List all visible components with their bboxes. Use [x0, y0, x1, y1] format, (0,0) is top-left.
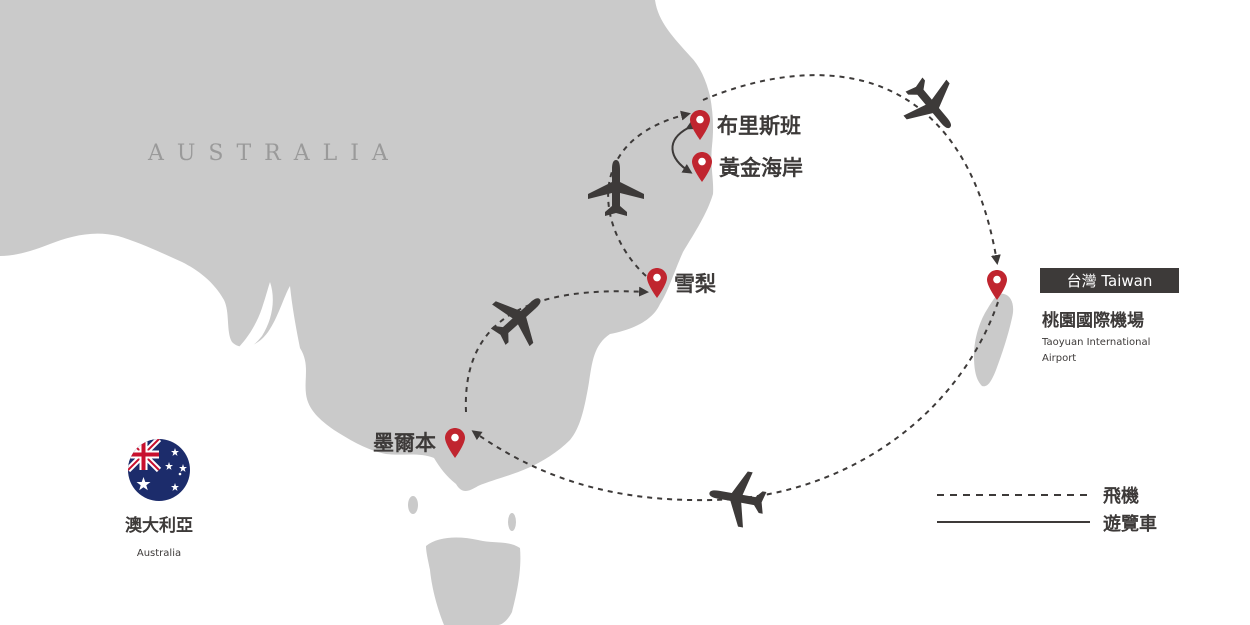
australia-landmass	[0, 0, 714, 491]
spencer-gulf	[236, 282, 273, 351]
airport-badge-text: 台灣 Taiwan	[1067, 272, 1153, 290]
legend-bus-label: 遊覽車	[1103, 513, 1157, 535]
taiwan-landmass	[974, 293, 1014, 387]
airplane-icon	[704, 465, 770, 531]
country-label: AUSTRALIA	[147, 141, 401, 166]
short-route-brisbane-goldcoast	[671, 120, 697, 174]
australia-flag-icon	[128, 439, 190, 501]
airport-name-en: Taoyuan International	[1041, 337, 1150, 348]
flinders-island	[508, 513, 516, 531]
flag-name-en: Australia	[137, 548, 181, 559]
legend-flight-label: 飛機	[1103, 485, 1139, 507]
city-label-gold-coast: 黃金海岸	[719, 156, 803, 180]
king-island	[408, 496, 418, 514]
flag-name-cn: 澳大利亞	[125, 515, 193, 536]
airport-name-cn: 桃園國際機場	[1042, 310, 1144, 331]
flight-route-taiwan-melbourne	[471, 301, 999, 502]
tasmania-landmass	[426, 537, 521, 625]
city-label-melbourne: 墨爾本	[373, 431, 436, 455]
flight-route-brisbane-taiwan	[702, 74, 1001, 265]
airport-badge	[1040, 268, 1179, 293]
airplane-icon	[892, 66, 972, 146]
city-label-brisbane: 布里斯班	[717, 114, 801, 138]
airport-name-en-line2: Airport	[1042, 353, 1076, 364]
city-label-sydney: 雪梨	[674, 272, 716, 296]
